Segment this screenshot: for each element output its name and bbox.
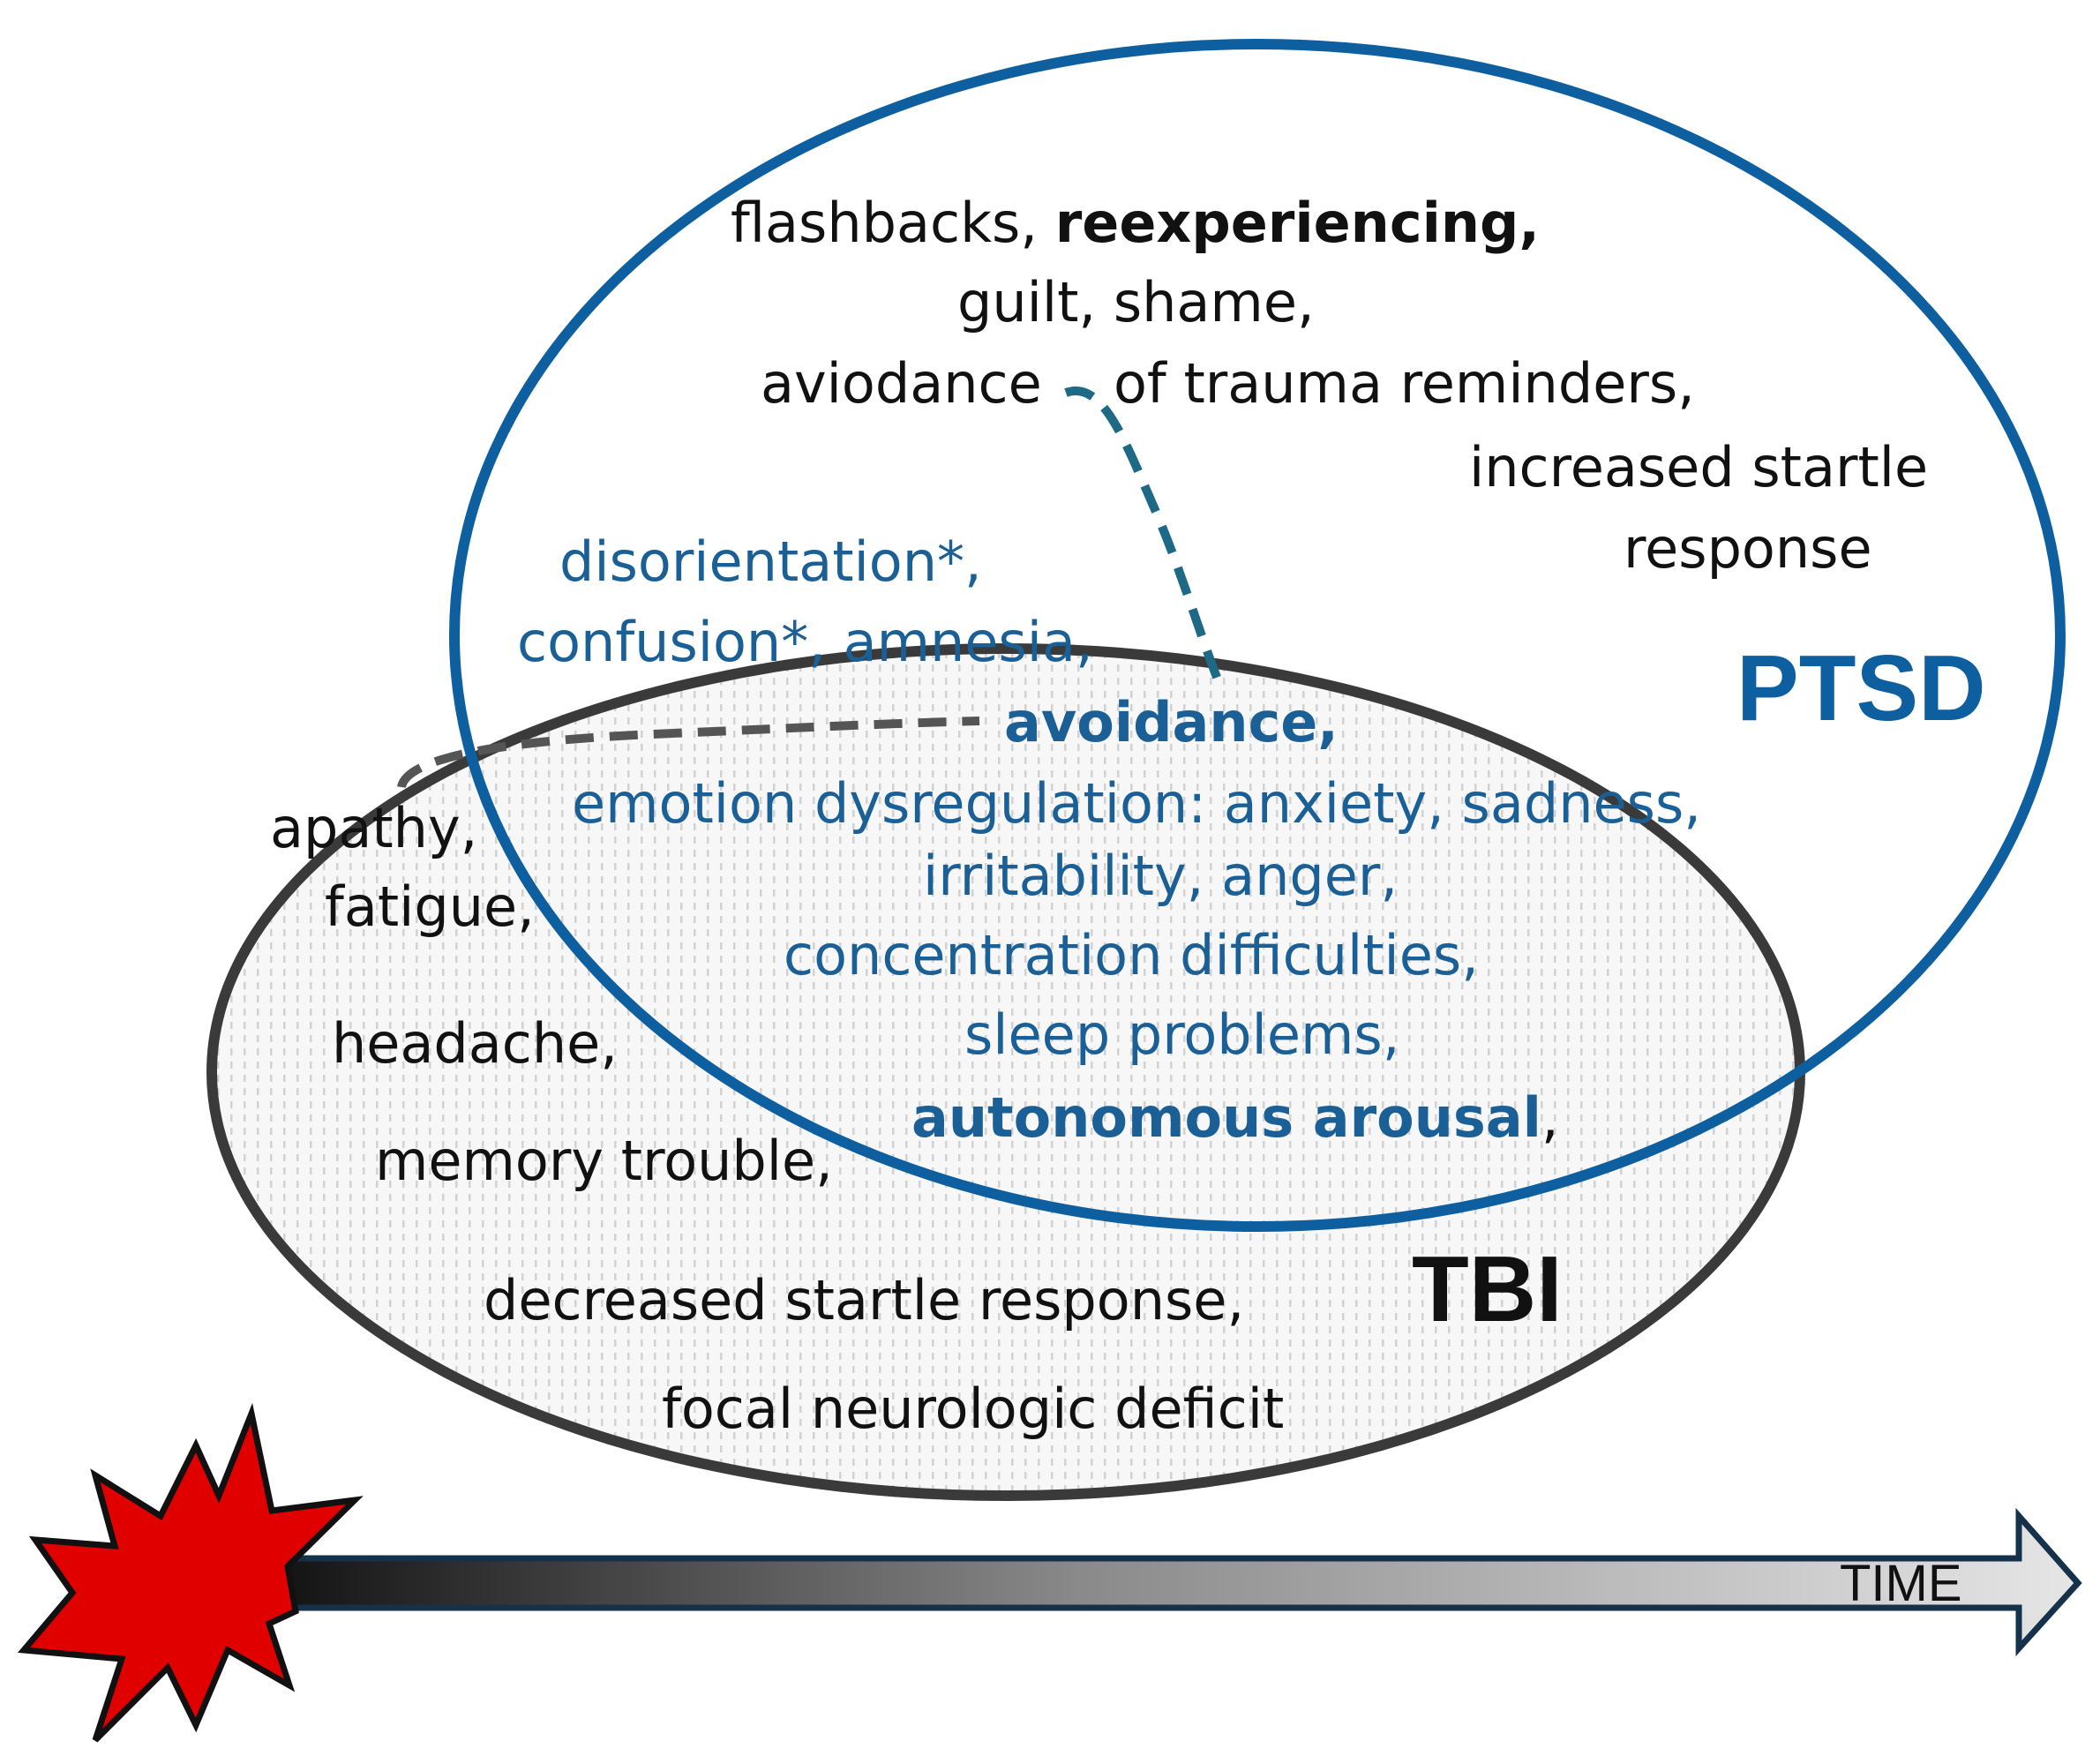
ptsd-title: PTSD bbox=[1736, 636, 1986, 740]
shared-disorientation: disorientation*, bbox=[559, 529, 982, 594]
shared-avoidance: avoidance, bbox=[1004, 690, 1339, 754]
time-arrow-icon bbox=[261, 1507, 2082, 1657]
explosion-burst-icon bbox=[17, 1402, 364, 1743]
tbi-apathy: apathy, bbox=[270, 796, 478, 860]
shared-autonomous-arousal: autonomous arousal bbox=[911, 1085, 1541, 1150]
ptsd-line-flashbacks: flashbacks, reexperiencing, bbox=[731, 196, 1540, 251]
tbi-memory-trouble: memory trouble, bbox=[375, 1129, 833, 1193]
shared-autonomous-arousal-comma: , bbox=[1541, 1085, 1559, 1150]
tbi-decreased-startle: decreased startle response, bbox=[484, 1268, 1245, 1332]
ptsd-flashbacks-text: flashbacks, bbox=[731, 191, 1055, 255]
avoidance-connector-ptsd bbox=[1064, 386, 1224, 686]
ptsd-ellipse bbox=[449, 39, 2066, 1232]
tbi-headache: headache, bbox=[332, 1011, 619, 1076]
shared-autonomous-arousal-line: autonomous arousal, bbox=[911, 1091, 1559, 1145]
time-label: TIME bbox=[1840, 1555, 1962, 1612]
tbi-fatigue: fatigue, bbox=[325, 874, 535, 939]
shared-sleep: sleep problems, bbox=[964, 1002, 1400, 1067]
ptsd-reexperiencing-text: reexperiencing, bbox=[1054, 191, 1540, 255]
shared-concentration: concentration difficulties, bbox=[784, 923, 1479, 987]
shared-irritability: irritability, anger, bbox=[923, 844, 1399, 908]
tbi-focal-deficit: focal neurologic deficit bbox=[662, 1377, 1285, 1441]
tbi-title: TBI bbox=[1412, 1237, 1563, 1341]
shared-emotion-dysregulation: emotion dysregulation: anxiety, sadness, bbox=[572, 771, 1701, 836]
avoidance-connector-tbi bbox=[397, 717, 980, 789]
ptsd-line-guilt: guilt, shame, bbox=[957, 270, 1315, 334]
ptsd-line-aviodance: aviodance bbox=[761, 351, 1042, 416]
ptsd-line-startle-2: response bbox=[1624, 516, 1872, 581]
ptsd-line-startle-1: increased startle bbox=[1469, 435, 1929, 499]
ptsd-line-trauma-reminders: of trauma reminders, bbox=[1114, 351, 1695, 416]
shared-confusion: confusion*, amnesia, bbox=[517, 610, 1093, 674]
